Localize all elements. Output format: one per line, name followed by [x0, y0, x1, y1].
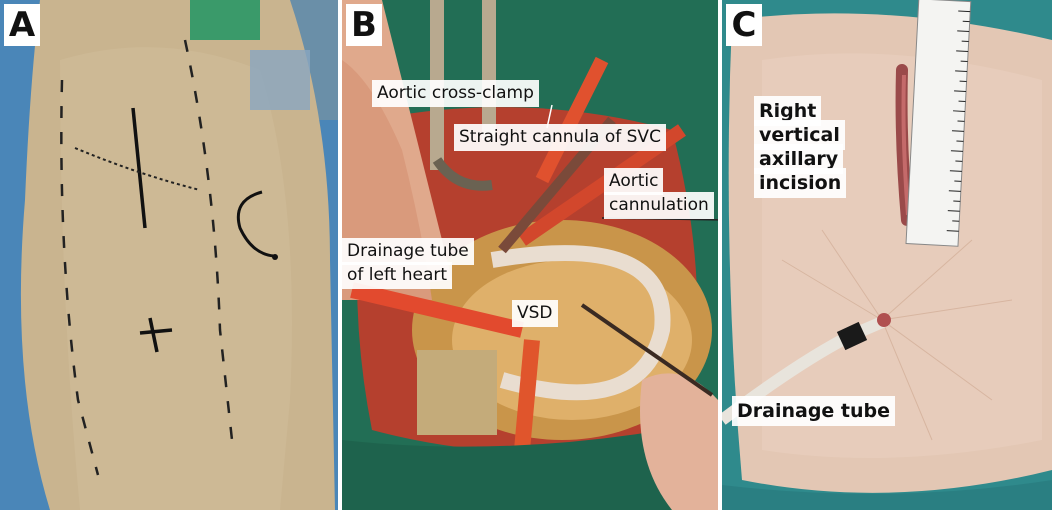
incision-label-4: incision — [754, 168, 847, 198]
left-heart-drainage-label-2: of left heart — [342, 262, 453, 289]
panel-a-label: A — [4, 4, 40, 46]
svc-cannula-label: Straight cannula of SVC — [454, 124, 666, 151]
aortic-cannulation-label-2: cannulation — [604, 192, 714, 219]
panel-a: A — [0, 0, 338, 510]
panel-c-photo — [722, 0, 1052, 510]
drainage-tube-label: Drainage tube — [732, 396, 896, 426]
panel-b-label: B — [346, 4, 382, 46]
panel-a-photo — [0, 0, 338, 510]
aortic-cannulation-label-1: Aortic — [604, 168, 664, 195]
panel-b: B Aortic cross-clamp Straight cannula of… — [342, 0, 718, 510]
aortic-cross-clamp-label: Aortic cross-clamp — [372, 80, 539, 107]
vsd-label: VSD — [512, 300, 558, 327]
panel-c: C Right vertical axillary incision Drain… — [722, 0, 1052, 510]
left-heart-drainage-label-1: Drainage tube — [342, 238, 474, 265]
panel-c-label: C — [726, 4, 762, 46]
